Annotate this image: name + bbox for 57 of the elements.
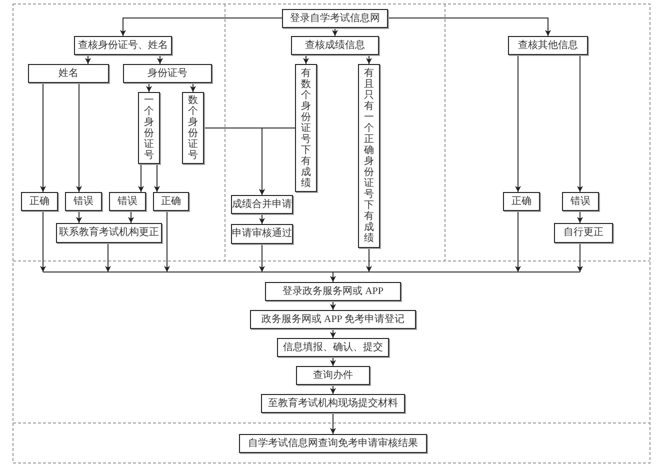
process-box: 查核身份证号、姓名 — [74, 36, 172, 55]
process-box: 一个身份证号 — [138, 92, 160, 164]
arrow — [76, 82, 82, 192]
process-box: 正确 — [21, 192, 58, 211]
process-box: 错误 — [65, 192, 102, 211]
process-box: 登录政务服务网或 APP — [265, 282, 401, 301]
arrow — [40, 210, 46, 272]
arrow — [366, 54, 372, 64]
process-box: 身份证号 — [123, 64, 212, 83]
arrow — [164, 210, 170, 272]
process-box: 联系教育考试机构更正 — [56, 223, 162, 243]
arrow — [120, 18, 282, 36]
arrow — [157, 54, 163, 64]
process-box: 自行更正 — [554, 223, 613, 243]
arrow — [190, 82, 196, 92]
arrow — [330, 356, 336, 366]
arrow — [330, 328, 336, 338]
process-box: 错误 — [109, 192, 146, 211]
process-box: 查核成绩信息 — [291, 36, 379, 55]
process-box: 错误 — [562, 192, 599, 211]
arrow — [259, 214, 265, 224]
process-box: 自学考试信息网查询免考申请审核结果 — [239, 434, 427, 453]
process-box: 查询办件 — [296, 366, 370, 385]
arrow — [577, 54, 583, 192]
arrow — [366, 248, 372, 272]
process-box: 成绩合并申请 — [231, 195, 293, 214]
arrow — [138, 164, 144, 192]
arrow — [577, 242, 583, 272]
arrow — [388, 18, 551, 36]
process-box: 数个身份证号 — [182, 92, 204, 164]
process-box: 有且只有一个正确身份证号下有成绩 — [358, 64, 380, 248]
arrow — [259, 244, 265, 272]
process-box: 信息填报、确认、提交 — [277, 338, 389, 357]
process-box: 姓名 — [28, 64, 109, 83]
arrow — [330, 300, 336, 310]
arrow — [330, 412, 336, 434]
process-box: 正确 — [153, 192, 189, 211]
arrow — [577, 210, 583, 224]
arrow — [515, 54, 521, 192]
arrow — [85, 54, 91, 64]
arrow — [515, 210, 521, 272]
arrow — [154, 164, 160, 192]
process-box: 政务服务网或 APP 免考申请登记 — [250, 310, 416, 329]
arrow — [332, 28, 338, 36]
process-box: 登录自学考试信息网 — [282, 9, 388, 28]
process-box: 至教育考试机构现场提交材料 — [261, 394, 405, 413]
arrow — [330, 384, 336, 394]
arrow — [303, 54, 309, 64]
process-box: 申请审核通过 — [231, 224, 293, 244]
process-box: 有数个身份证号下有成绩 — [295, 64, 317, 192]
arrow — [128, 210, 134, 224]
arrow — [259, 128, 296, 196]
arrow — [76, 210, 82, 224]
process-box: 正确 — [503, 192, 540, 211]
arrow — [146, 82, 152, 92]
arrow — [40, 82, 46, 192]
process-box: 查核其他信息 — [508, 36, 588, 55]
